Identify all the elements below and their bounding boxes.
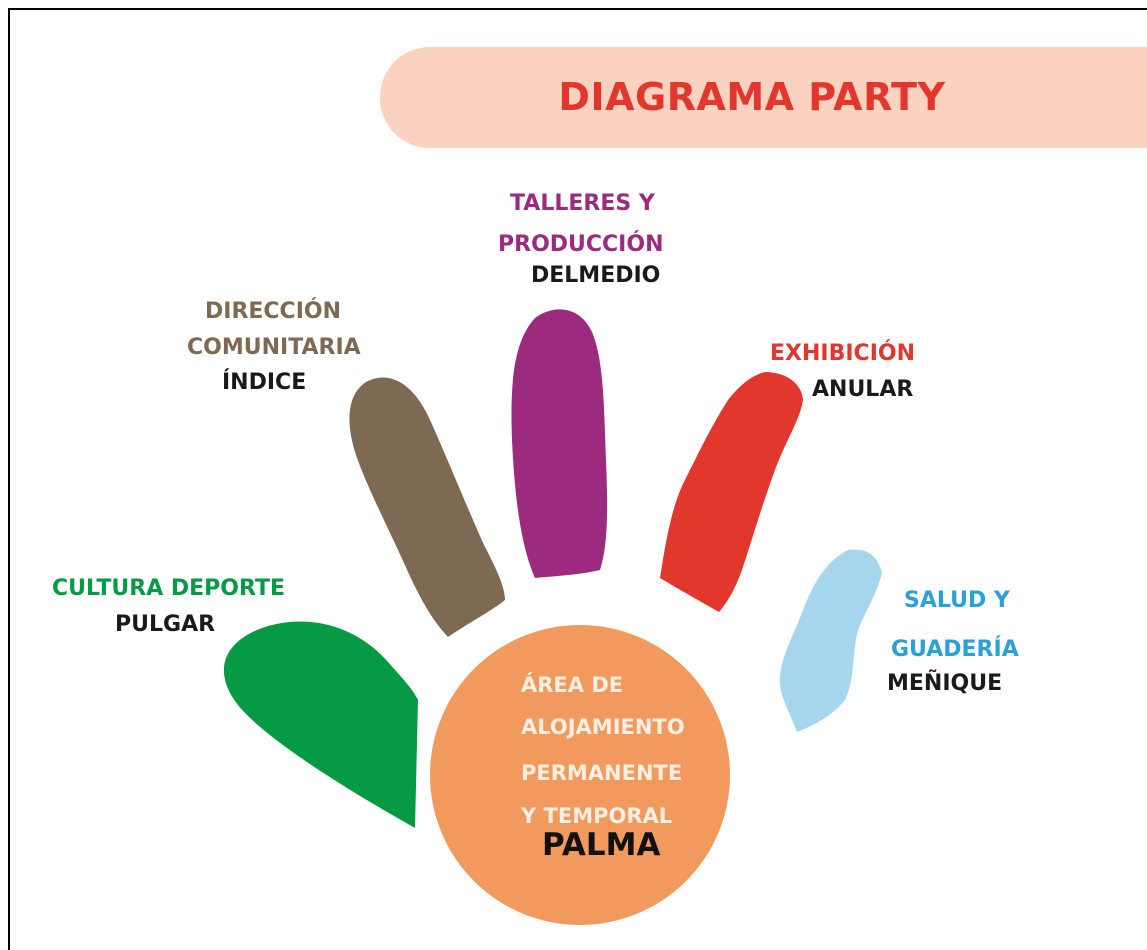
palm-name-label: PALMA [542,827,661,863]
palm-text-line4: Y TEMPORAL [521,804,673,828]
index-finger-shape [349,377,505,637]
pinky-category-label-line2: GUADERÍA [891,637,1019,662]
ring-finger-shape [660,372,803,612]
thumb-finger-label: PULGAR [115,612,216,637]
palm-circle [430,625,730,925]
ring-category-label: EXHIBICIÓN [770,341,915,366]
ring-finger-label: ANULAR [812,377,914,402]
thumb-shape [223,621,418,828]
pinky-finger-label: MEÑIQUE [887,671,1003,696]
title-banner [380,47,1147,148]
middle-finger-shape [511,309,608,578]
middle-category-label-line2: PRODUCCIÓN [498,232,664,257]
middle-finger-label: DELMEDIO [531,263,661,288]
palm-text-line2: ALOJAMIENTO [521,715,685,739]
palm-text-line1: ÁREA DE [521,673,624,697]
pinky-category-label-line1: SALUD Y [904,588,1010,613]
pinky-finger-shape [779,549,882,732]
index-category-label-line1: DIRECCIÓN [205,299,342,324]
thumb-category-label: CULTURA DEPORTE [52,576,285,601]
diagram-frame [8,8,1147,950]
middle-category-label-line1: TALLERES Y [510,191,655,216]
index-finger-label: ÍNDICE [222,370,307,395]
palm-text-line3: PERMANENTE [521,761,683,785]
diagram-title: DIAGRAMA PARTY [558,75,946,119]
index-category-label-line2: COMUNITARIA [187,335,361,360]
